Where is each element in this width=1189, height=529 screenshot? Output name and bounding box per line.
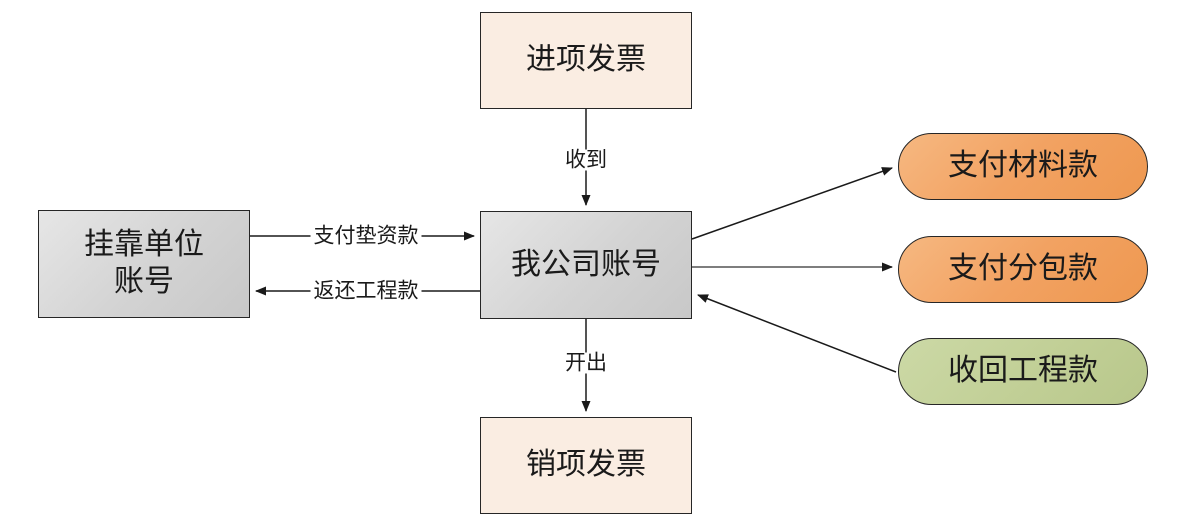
node-recover-project-payment-label: 收回工程款 [948,354,1098,388]
node-input-invoice-label: 进项发票 [526,43,646,77]
node-pay-material[interactable]: 支付材料款 [898,133,1148,200]
edge-to-material [691,167,893,240]
node-input-invoice[interactable]: 进项发票 [480,12,692,109]
node-my-company-account[interactable]: 我公司账号 [480,211,692,319]
node-output-invoice-label: 销项发票 [526,448,646,482]
node-affiliate-account[interactable]: 挂靠单位 账号 [38,210,250,318]
edge-label-receive: 收到 [562,149,610,171]
node-recover-project-payment[interactable]: 收回工程款 [898,338,1148,405]
edge-label-pay-advance: 支付垫资款 [310,225,422,247]
node-pay-subcontract[interactable]: 支付分包款 [898,236,1148,303]
node-pay-subcontract-label: 支付分包款 [948,252,1098,286]
node-pay-material-label: 支付材料款 [948,149,1098,183]
edge-label-issue: 开出 [562,352,610,374]
edge-from-recover [697,294,897,373]
node-affiliate-account-label: 挂靠单位 账号 [84,228,204,298]
node-output-invoice[interactable]: 销项发票 [480,417,692,514]
node-my-company-account-label: 我公司账号 [511,247,661,281]
edge-label-return-project: 返还工程款 [310,280,422,302]
